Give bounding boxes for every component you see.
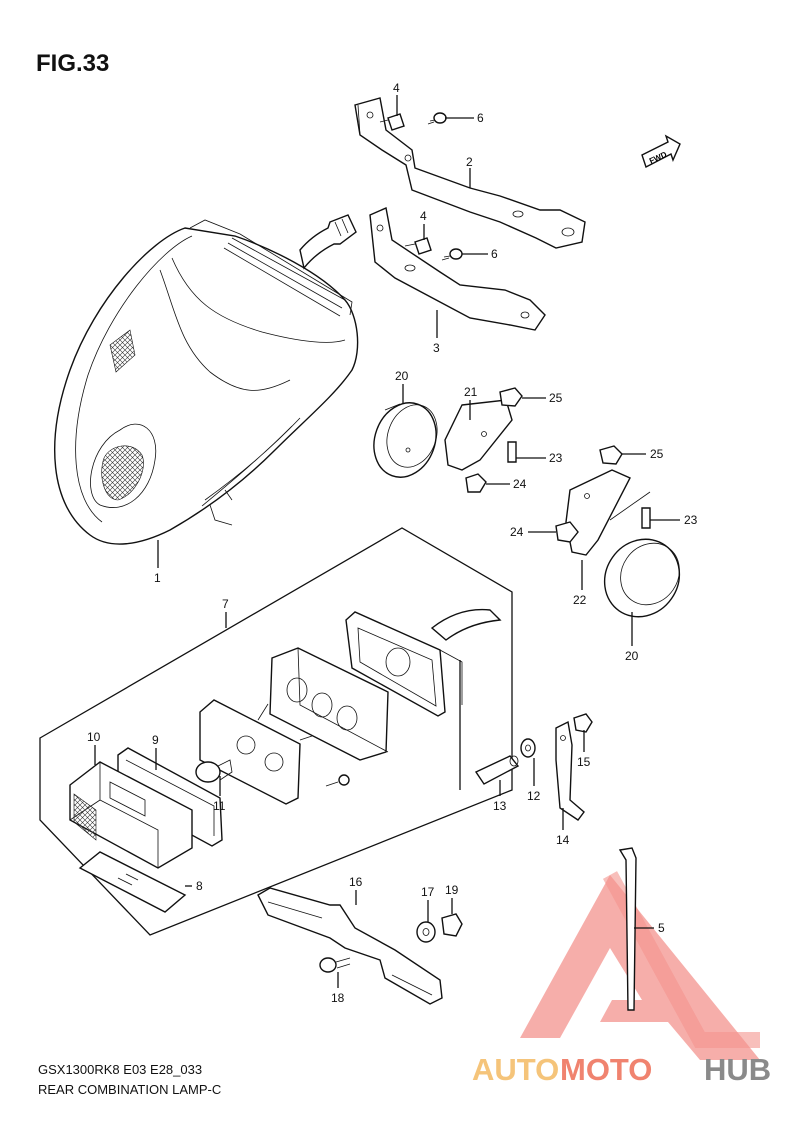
lamp-screw bbox=[325, 774, 350, 787]
part-10-lens bbox=[69, 761, 193, 869]
callout-7: 7 bbox=[222, 597, 229, 611]
callout-6-lower: 6 bbox=[491, 247, 498, 261]
callout-17: 17 bbox=[421, 885, 435, 899]
callout-21: 21 bbox=[464, 385, 478, 399]
lamp-socket-plate bbox=[199, 699, 313, 805]
callout-4-upper: 4 bbox=[393, 81, 400, 95]
part-15-nut bbox=[573, 713, 593, 733]
part-12-washer bbox=[520, 738, 536, 758]
part-19-nut bbox=[441, 913, 463, 937]
part-18-screw bbox=[319, 957, 351, 973]
assembly-name: REAR COMBINATION LAMP-C bbox=[38, 1082, 222, 1097]
fwd-arrow-icon bbox=[641, 134, 681, 168]
callout-14: 14 bbox=[556, 833, 570, 847]
callout-23-lower: 23 bbox=[684, 513, 698, 527]
watermark-text: AUTO MOTO HUB bbox=[472, 1052, 771, 1087]
callout-4-lower: 4 bbox=[420, 209, 427, 223]
callout-20-upper: 20 bbox=[395, 369, 409, 383]
callout-20-lower: 20 bbox=[625, 649, 639, 663]
part-24-nut-upper bbox=[465, 473, 487, 493]
callout-19: 19 bbox=[445, 883, 459, 897]
callout-2: 2 bbox=[466, 155, 473, 169]
part-8-plate bbox=[78, 851, 187, 913]
callout-5: 5 bbox=[658, 921, 665, 935]
callout-24-lower: 24 bbox=[510, 525, 524, 539]
callout-25-lower: 25 bbox=[650, 447, 664, 461]
part-6-screw-lower bbox=[441, 248, 463, 261]
figure-title: FIG.33 bbox=[36, 50, 110, 77]
callout-15: 15 bbox=[577, 755, 591, 769]
part-24-nut-lower bbox=[555, 521, 579, 543]
part-6-screw-upper bbox=[427, 112, 447, 125]
watermark-text-moto: MOTO bbox=[560, 1052, 652, 1087]
part-2-upper-bracket bbox=[354, 97, 586, 249]
watermark-text-hub: HUB bbox=[704, 1052, 771, 1087]
callout-24-upper: 24 bbox=[513, 477, 527, 491]
callout-23-upper: 23 bbox=[549, 451, 563, 465]
callout-12: 12 bbox=[527, 789, 541, 803]
callout-8: 8 bbox=[196, 879, 203, 893]
part-1-lamp-housing bbox=[54, 214, 359, 545]
part-21-reflector-bracket bbox=[444, 399, 513, 471]
callout-13: 13 bbox=[493, 799, 507, 813]
lamp-body bbox=[269, 647, 389, 761]
part-5-tie-strap bbox=[618, 847, 637, 1011]
part-11-bulb bbox=[195, 759, 233, 783]
callout-10: 10 bbox=[87, 730, 101, 744]
callout-3: 3 bbox=[433, 341, 440, 355]
leader-lines bbox=[94, 95, 680, 988]
part-17-washer bbox=[416, 921, 436, 943]
part-4-bolt-lower bbox=[404, 237, 432, 255]
callout-11: 11 bbox=[213, 799, 226, 813]
part-20-reflector-lower bbox=[603, 538, 681, 618]
callout-labels: 1 2 3 4 4 5 6 6 7 8 9 10 11 12 13 14 15 … bbox=[87, 81, 698, 1005]
callout-9: 9 bbox=[152, 733, 159, 747]
part-3-lower-bracket bbox=[369, 207, 546, 331]
callout-16: 16 bbox=[349, 875, 363, 889]
part-4-bolt-upper bbox=[379, 113, 405, 131]
part-7-assembly-frame bbox=[39, 527, 513, 936]
part-14-bracket bbox=[555, 720, 585, 821]
part-16-bracket bbox=[257, 887, 443, 1005]
part-20-reflector-upper bbox=[373, 402, 438, 478]
callout-18: 18 bbox=[331, 991, 345, 1005]
part-23-bolt-upper bbox=[507, 441, 517, 463]
model-code: GSX1300RK8 E03 E28_033 bbox=[38, 1062, 203, 1077]
callout-1: 1 bbox=[154, 571, 161, 585]
part-25-nut-lower bbox=[599, 445, 623, 465]
callout-6-upper: 6 bbox=[477, 111, 484, 125]
part-13-collar bbox=[474, 755, 520, 785]
lamp-lens-gasket bbox=[345, 608, 502, 717]
watermark-logo-triangle bbox=[520, 871, 760, 1060]
callout-25-upper: 25 bbox=[549, 391, 563, 405]
callout-22: 22 bbox=[573, 593, 587, 607]
part-23-bolt-lower bbox=[641, 507, 651, 529]
watermark-text-auto: AUTO bbox=[472, 1052, 559, 1087]
part-25-nut-upper bbox=[499, 387, 523, 407]
